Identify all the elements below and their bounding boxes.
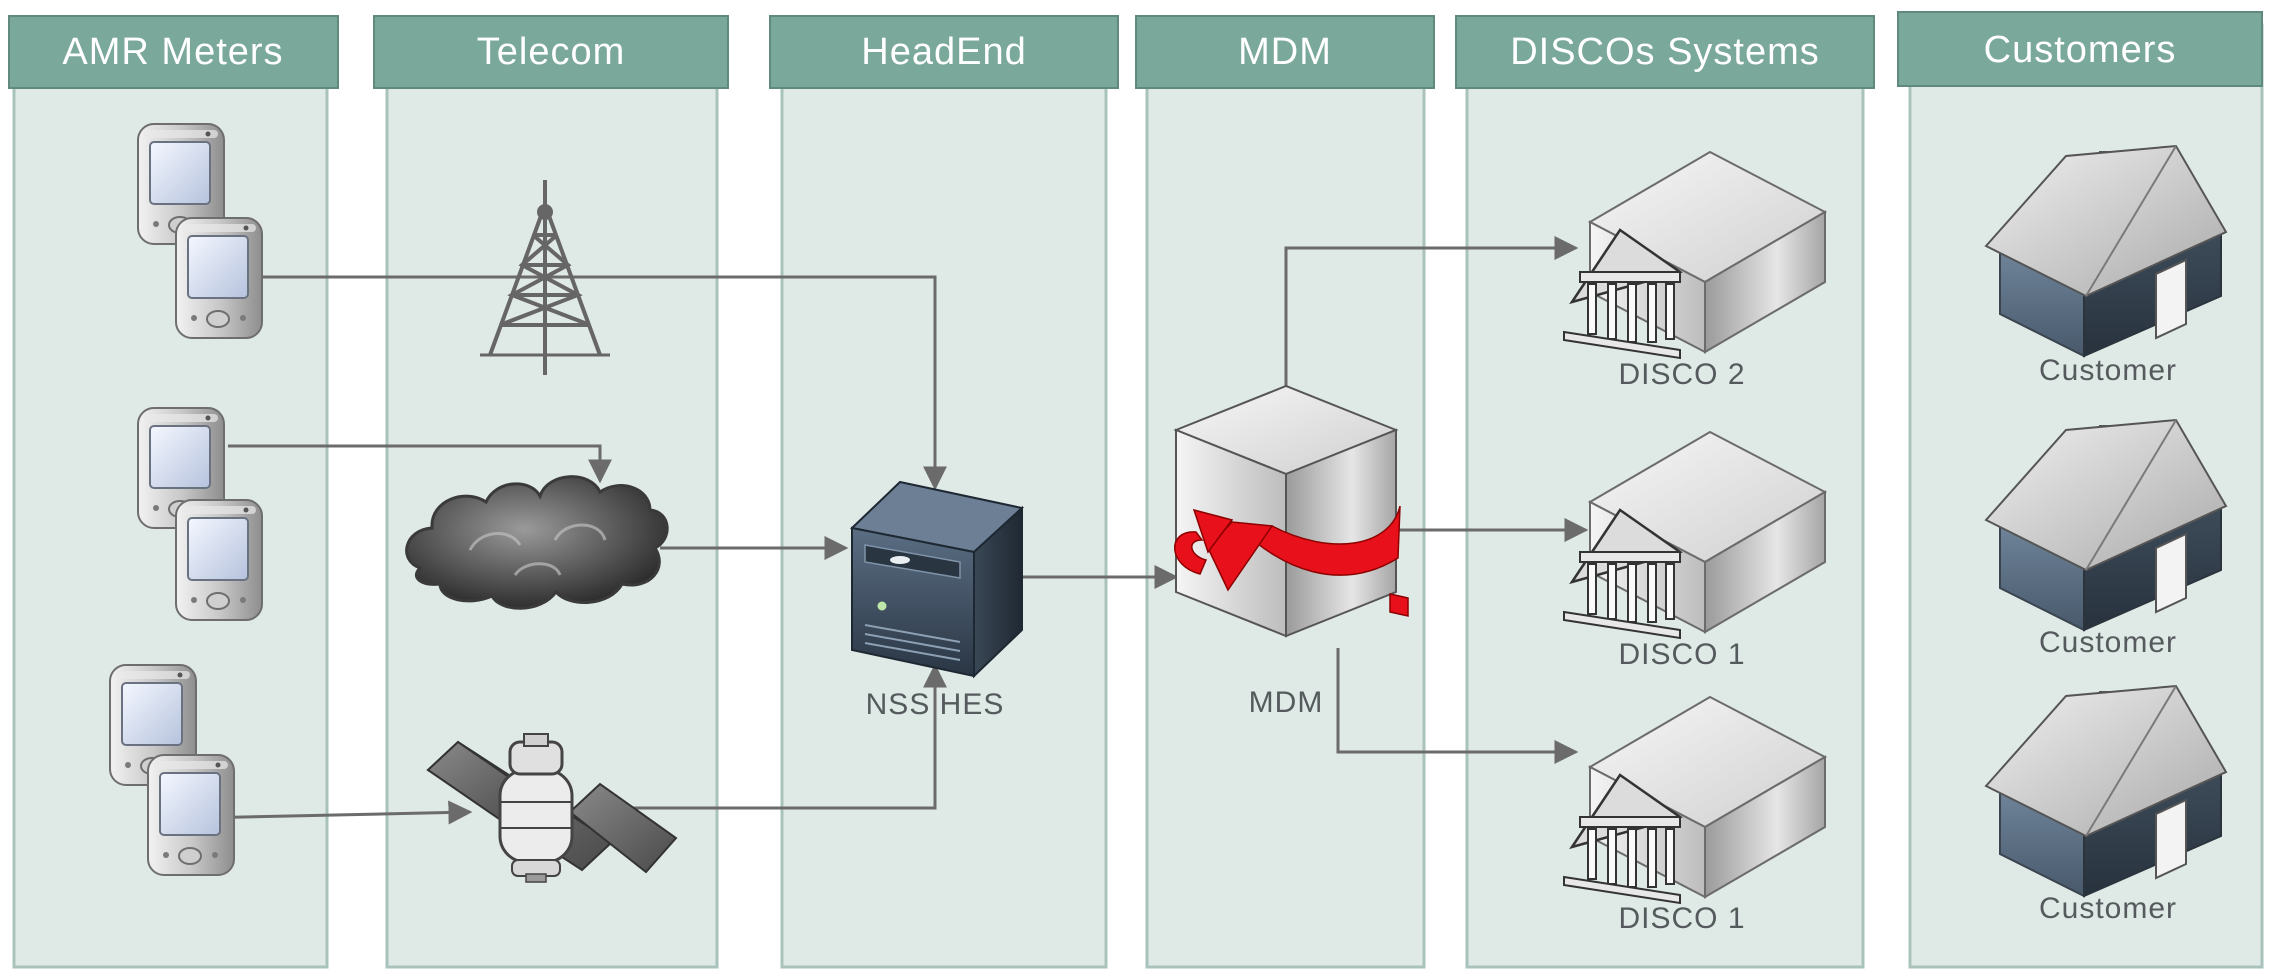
lane-header-amr-meters: AMR Meters [8,15,339,89]
handheld-meter-icon [175,499,263,621]
cloud-icon [405,475,669,610]
disco-label: DISCO 1 [1618,638,1745,671]
lane-title: HeadEnd [861,31,1026,73]
nss-hes-label: NSS HES [866,688,1005,721]
connector-mdm-to-disco-top [1284,236,1579,386]
customer-label: Customer [2039,892,2177,925]
disco-label: DISCO 2 [1618,358,1745,391]
radio-tower-icon [480,180,610,375]
connector-meter3-to-satellite [197,800,473,825]
connector-satellite-to-hes [598,663,947,810]
server-icon [849,480,1025,679]
lane-title: DISCOs Systems [1510,31,1820,73]
disco-label: DISCO 1 [1618,902,1745,935]
lane-header-mdm: MDM [1135,15,1435,89]
connector-meter1-to-hes [225,275,947,491]
database-sync-icon [1173,384,1409,638]
lane-title: MDM [1238,31,1332,73]
lane-header-customers: Customers [1897,11,2263,87]
lane-title: Customers [1984,29,2177,71]
handheld-meter-icon [175,217,263,339]
lane-header-telecom: Telecom [373,15,729,89]
lane-title: AMR Meters [62,31,283,73]
connector-mdm-to-disco-bottom [1336,648,1579,764]
mdm-label: MDM [1249,686,1324,719]
lane-header-discos-systems: DISCOs Systems [1455,15,1875,89]
connector-meter2-to-cloud [228,444,612,484]
satellite-icon [426,733,678,883]
lane-title: Telecom [477,31,626,73]
handheld-meter-icon [147,754,235,876]
lane-header-headend: HeadEnd [769,15,1119,89]
lanes [12,23,2264,969]
connectors [197,236,1589,825]
customer-label: Customer [2039,354,2177,387]
customer-label: Customer [2039,626,2177,659]
